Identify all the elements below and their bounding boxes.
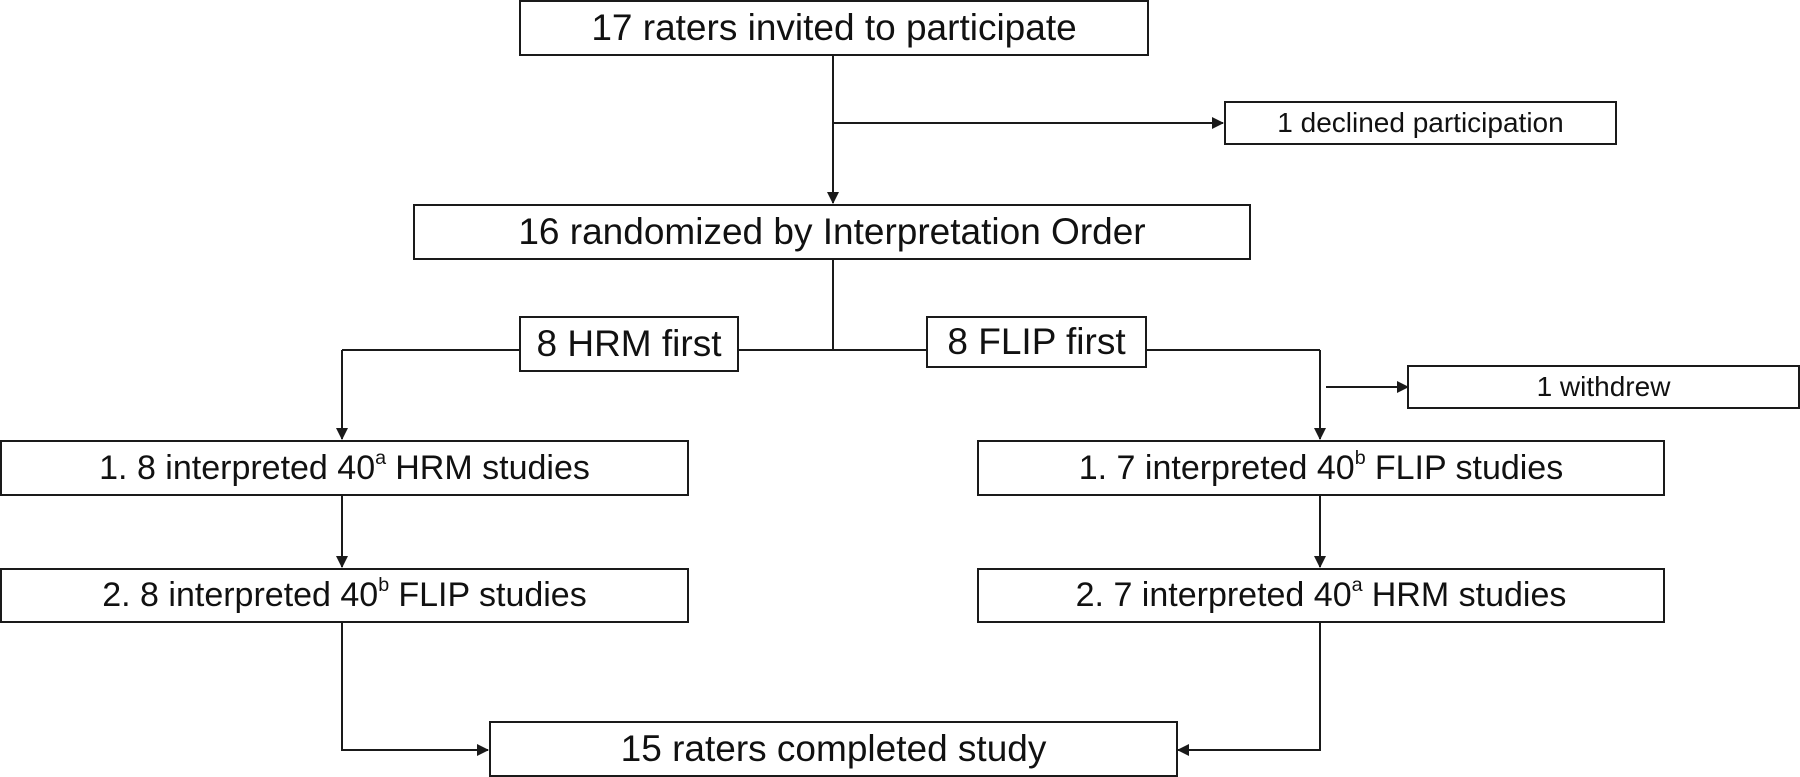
node-hrm-first-label: 8 HRM first (536, 323, 722, 364)
footnote-marker: a (375, 446, 387, 469)
node-declined-label: 1 declined participation (1277, 107, 1564, 138)
node-flip-first: 8 FLIP first (926, 316, 1147, 368)
node-declined: 1 declined participation (1224, 101, 1617, 145)
node-completed-label: 15 raters completed study (620, 728, 1047, 769)
footnote-marker: a (1351, 574, 1363, 597)
node-withdrew-label: 1 withdrew (1536, 371, 1671, 402)
node-hrm-first: 8 HRM first (519, 316, 739, 372)
node-invited-label: 17 raters invited to participate (591, 7, 1077, 48)
node-randomized-label: 16 randomized by Interpretation Order (518, 211, 1146, 252)
node-completed: 15 raters completed study (489, 721, 1178, 777)
node-withdrew: 1 withdrew (1407, 365, 1800, 409)
connector-right-to-completed (1177, 623, 1321, 756)
node-randomized: 16 randomized by Interpretation Order (413, 204, 1251, 260)
connector-left-to-completed (341, 623, 489, 756)
node-invited: 17 raters invited to participate (519, 0, 1149, 56)
footnote-marker: b (378, 574, 390, 597)
node-flip-first-label: 8 FLIP first (947, 321, 1126, 362)
footnote-marker: b (1354, 446, 1366, 469)
